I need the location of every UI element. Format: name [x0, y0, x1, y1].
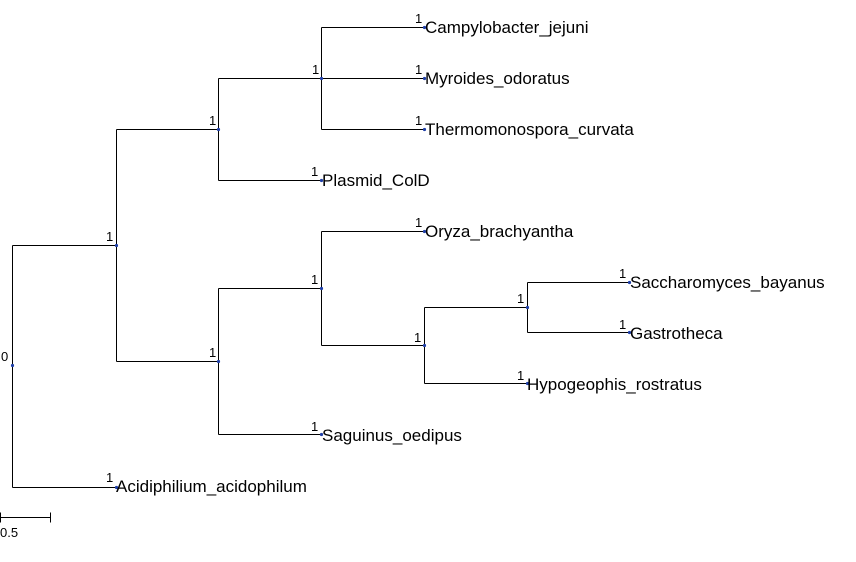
- leaf-support-value: 1: [619, 266, 626, 281]
- tree-node-dot: [525, 381, 530, 386]
- leaf-support-value: 1: [415, 11, 422, 26]
- leaf-support-value: 1: [311, 164, 318, 179]
- leaf-label-saccharomyces-bayanus: Saccharomyces_bayanus: [630, 273, 825, 292]
- leaf-label-thermomonospora-curvata: Thermomonospora_curvata: [425, 120, 634, 139]
- tree-node-dot: [525, 305, 530, 310]
- leaf-support-value: 1: [106, 470, 113, 485]
- leaf-label-myroides-odoratus: Myroides_odoratus: [425, 69, 570, 88]
- tree-node-dot: [422, 25, 427, 30]
- tree-node-dot: [422, 127, 427, 132]
- leaf-label-plasmid-cold: Plasmid_ColD: [322, 171, 430, 190]
- tree-node-dot: [216, 359, 221, 364]
- scale-bar-label: 0.5: [0, 525, 18, 540]
- tree-node-dot: [114, 243, 119, 248]
- support-value-top-clade: 1: [209, 113, 216, 128]
- support-value-bottom-clade: 1: [209, 345, 216, 360]
- tree-node-dots: [10, 25, 632, 490]
- support-value-sacch-gastro: 1: [517, 291, 524, 306]
- support-value-hypo-group: 1: [414, 330, 421, 345]
- leaf-support-value: 1: [415, 113, 422, 128]
- leaf-label-campylobacter-jejuni: Campylobacter_jejuni: [425, 18, 588, 37]
- leaf-support-value: 1: [619, 317, 626, 332]
- leaf-support-value: 1: [517, 368, 524, 383]
- support-value-oryza-group: 1: [311, 272, 318, 287]
- leaf-label-oryza-brachyantha: Oryza_brachyantha: [425, 222, 574, 241]
- scale-bar: 0.5: [0, 512, 51, 540]
- tree-node-dot: [319, 76, 324, 81]
- leaf-support-value: 1: [415, 62, 422, 77]
- tree-node-dot: [10, 363, 15, 368]
- tree-node-dot: [216, 127, 221, 132]
- tree-node-dot: [319, 286, 324, 291]
- leaf-support-value: 1: [415, 215, 422, 230]
- tree-node-dot: [627, 330, 632, 335]
- leaf-support-value: 1: [311, 419, 318, 434]
- root-support-value: 0: [1, 349, 8, 364]
- tree-branches: [12, 27, 630, 488]
- support-value-campy-group: 1: [312, 62, 319, 77]
- support-value-big-clade: 1: [106, 229, 113, 244]
- leaf-label-saguinus-oedipus: Saguinus_oedipus: [322, 426, 462, 445]
- tree-node-dot: [422, 76, 427, 81]
- tree-node-dot: [319, 178, 324, 183]
- tree-node-dot: [422, 229, 427, 234]
- tree-node-dot: [422, 343, 427, 348]
- tree-node-dot: [114, 485, 119, 490]
- tree-node-dot: [627, 280, 632, 285]
- leaf-label-acidiphilium-acidophilum: Acidiphilium_acidophilum: [116, 477, 307, 496]
- tree-node-dot: [319, 432, 324, 437]
- leaf-label-hypogeophis-rostratus: Hypogeophis_rostratus: [527, 375, 702, 394]
- leaf-label-gastrotheca: Gastrotheca: [630, 324, 723, 343]
